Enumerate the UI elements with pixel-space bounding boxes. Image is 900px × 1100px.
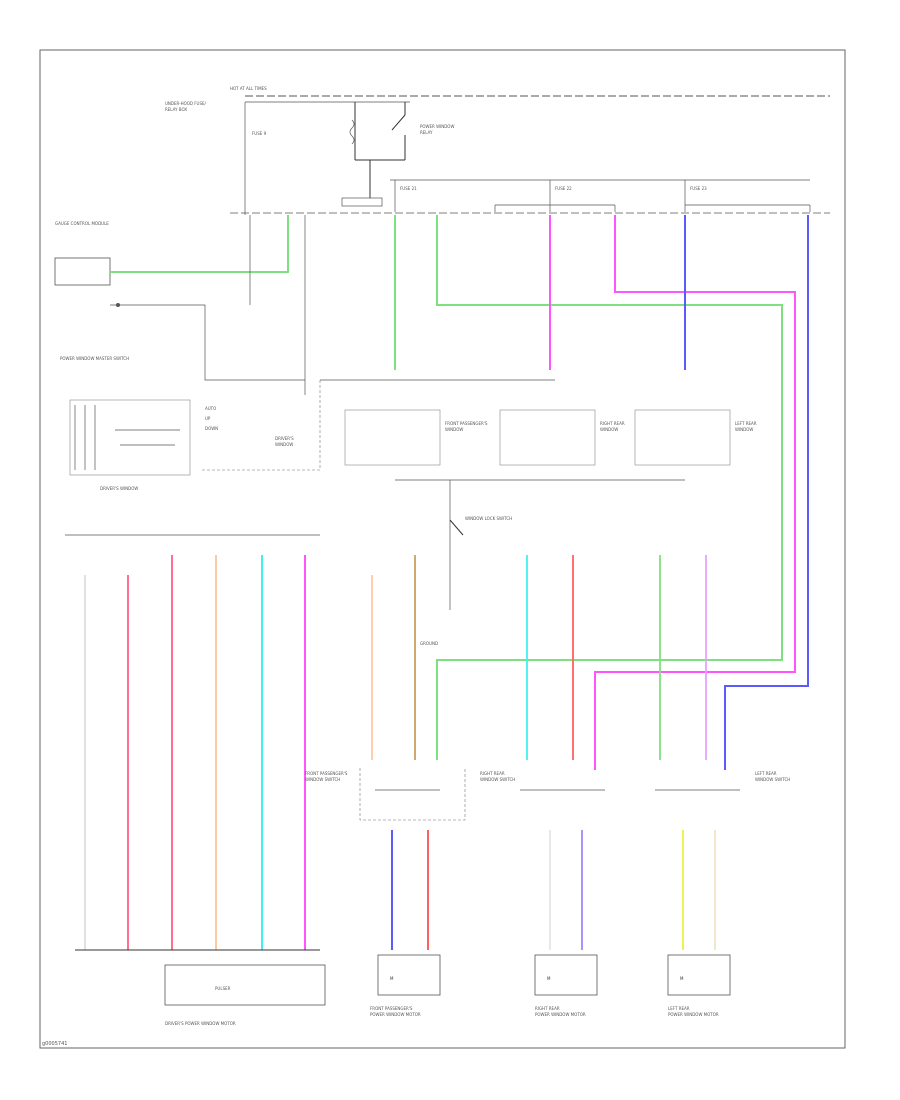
svg-text:POWER WINDOW MOTOR: POWER WINDOW MOTOR — [535, 1012, 586, 1017]
svg-text:WINDOW: WINDOW — [600, 427, 618, 432]
fuse-23-label: FUSE 23 — [690, 186, 707, 191]
under-hood-fuse-box-label: UNDER-HOOD FUSE/ — [165, 101, 207, 106]
svg-text:WINDOW SWITCH: WINDOW SWITCH — [305, 777, 340, 782]
fp-window-switch-label: FRONT PASSENGER'S — [305, 771, 348, 776]
wire-blue-long — [724, 215, 809, 770]
pulser-label: PULSER — [215, 986, 231, 991]
gauge-control-module-label: GAUGE CONTROL MODULE — [55, 221, 109, 226]
svg-text:RELAY BOX: RELAY BOX — [165, 107, 187, 112]
svg-text:LEFT REAR: LEFT REAR — [735, 421, 757, 426]
lr-window-switch-label: LEFT REAR — [755, 771, 777, 776]
svg-text:POWER WINDOW MOTOR: POWER WINDOW MOTOR — [370, 1012, 421, 1017]
lr-motor-box — [667, 954, 731, 996]
svg-text:RIGHT REAR: RIGHT REAR — [600, 421, 625, 426]
bus-label: HOT AT ALL TIMES — [230, 86, 267, 91]
svg-text:M: M — [680, 976, 684, 981]
svg-text:M: M — [390, 976, 394, 981]
page-id: g0005741 — [42, 1041, 67, 1047]
pwr-window-master-label: POWER WINDOW MASTER SWITCH — [60, 356, 129, 361]
svg-text:FRONT PASSENGER'S: FRONT PASSENGER'S — [445, 421, 488, 426]
rr-motor-box — [534, 954, 598, 996]
gauge-control-module-box — [54, 257, 111, 286]
svg-text:DRIVER'S: DRIVER'S — [275, 436, 294, 441]
wire-green-bus — [436, 215, 783, 760]
diagram-frame — [39, 49, 846, 1049]
lr-motor-label: LEFT REAR — [668, 1006, 690, 1011]
rr-motor-label: RIGHT REAR — [535, 1006, 560, 1011]
svg-text:WINDOW: WINDOW — [735, 427, 753, 432]
svg-text:GROUND: GROUND — [420, 641, 438, 646]
svg-text:DOWN: DOWN — [205, 426, 218, 431]
svg-text:WINDOW: WINDOW — [445, 427, 463, 432]
svg-text:RELAY: RELAY — [420, 130, 433, 135]
fp-motor-label: FRONT PASSENGER'S — [370, 1006, 413, 1011]
wire-green-gauge — [110, 215, 289, 273]
fp-motor-box — [377, 954, 441, 996]
rr-master-switch-box — [499, 409, 596, 466]
svg-text:M: M — [547, 976, 551, 981]
lr-master-switch-box — [634, 409, 731, 466]
power-window-relay-label: POWER WINDOW — [420, 124, 454, 129]
fuse-9-label: FUSE 9 — [252, 131, 267, 136]
fuse-21-label: FUSE 21 — [400, 186, 417, 191]
drivers-window-switch-label: DRIVER'S WINDOW — [100, 486, 138, 491]
svg-text:WINDOW: WINDOW — [275, 442, 293, 447]
fp-master-switch-box — [344, 409, 441, 466]
drivers-motor-label: DRIVER'S POWER WINDOW MOTOR — [165, 1021, 236, 1026]
drivers-motor-box — [164, 964, 326, 1006]
window-lock-switch-label: WINDOW LOCK SWITCH — [465, 516, 512, 521]
svg-text:WINDOW SWITCH: WINDOW SWITCH — [755, 777, 790, 782]
svg-text:POWER WINDOW MOTOR: POWER WINDOW MOTOR — [668, 1012, 719, 1017]
svg-text:AUTO: AUTO — [205, 406, 216, 411]
wire-magenta-long — [594, 215, 796, 770]
svg-text:WINDOW SWITCH: WINDOW SWITCH — [480, 777, 515, 782]
svg-text:UP: UP — [205, 416, 211, 421]
rr-window-switch-label: RIGHT REAR — [480, 771, 505, 776]
fuse-22-label: FUSE 22 — [555, 186, 572, 191]
